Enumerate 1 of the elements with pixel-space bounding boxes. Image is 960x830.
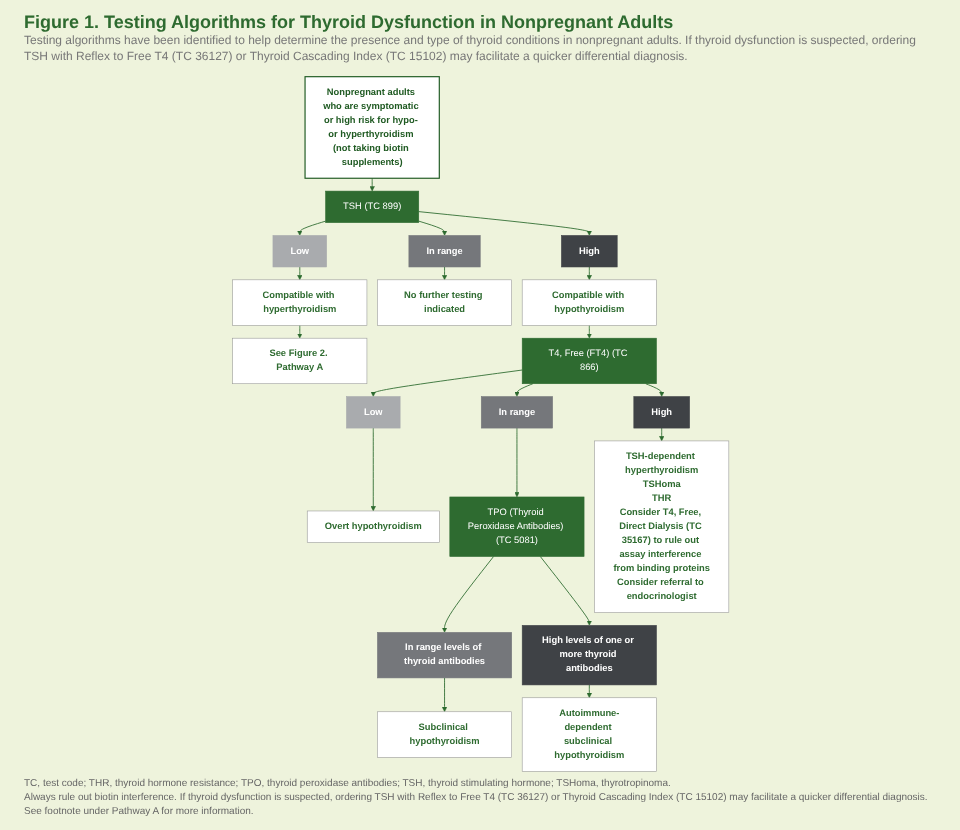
figure-title: Figure 1. Testing Algorithms for Thyroid Dysfunction in Nonpregnant Adults	[24, 12, 676, 32]
